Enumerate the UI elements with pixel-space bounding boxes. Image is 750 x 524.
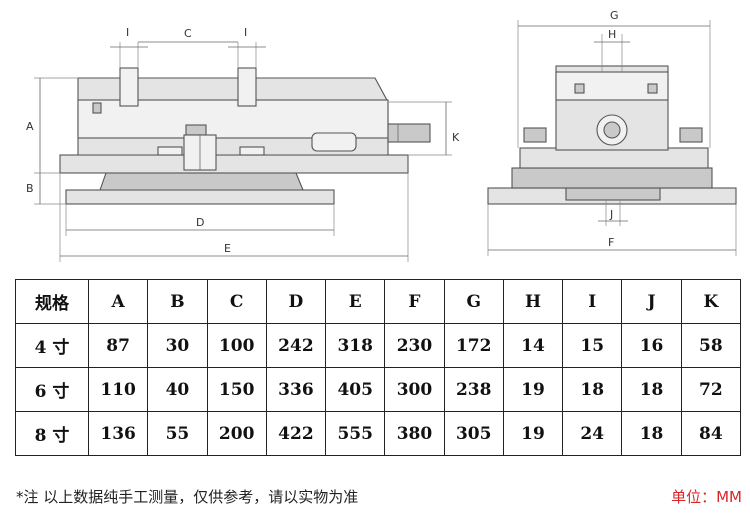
table-cell: 405 <box>325 367 386 412</box>
table-cell: 6 寸 <box>15 367 89 412</box>
table-cell: 336 <box>265 367 327 412</box>
front-bolt-right <box>679 127 703 143</box>
dim-label-j: J <box>609 208 613 221</box>
header-cell: C <box>206 279 267 324</box>
header-cell: G <box>443 279 504 324</box>
table-cell: 14 <box>502 323 564 368</box>
dim-label-e: E <box>224 242 231 255</box>
dim-label-k: K <box>452 131 460 144</box>
header-cell: A <box>87 279 149 324</box>
header-cell: E <box>325 279 386 324</box>
table-cell: 238 <box>443 367 504 412</box>
table-cell: 100 <box>206 323 267 368</box>
dim-label-c: C <box>184 27 192 40</box>
dim-label-g: G <box>610 9 619 22</box>
table-cell: 318 <box>325 323 386 368</box>
table-cell: 18 <box>562 367 623 412</box>
measurement-note: *注 以上数据纯手工测量，仅供参考，请以实物为准 <box>16 488 359 506</box>
table-cell: 40 <box>147 367 208 412</box>
table-cell: 72 <box>680 367 742 412</box>
header-cell: F <box>384 279 445 324</box>
table-cell: 305 <box>443 411 504 456</box>
table-cell: 8 寸 <box>15 411 89 456</box>
spec-table: 规格 A B C D E F G H I J K 4 寸 87 30 100 2… <box>15 279 742 456</box>
header-cell: H <box>502 279 564 324</box>
table-row: 6 寸 110 40 150 336 405 300 238 19 18 18 … <box>15 367 742 412</box>
table-cell: 136 <box>87 411 149 456</box>
table-cell: 84 <box>680 411 742 456</box>
dim-label-h: H <box>608 28 616 41</box>
table-cell: 15 <box>562 323 623 368</box>
header-cell: I <box>562 279 623 324</box>
table-cell: 555 <box>325 411 386 456</box>
front-bed <box>519 147 709 169</box>
front-screw-inner <box>603 121 621 139</box>
table-cell: 24 <box>562 411 623 456</box>
table-cell: 58 <box>680 323 742 368</box>
header-cell: 规格 <box>15 279 89 324</box>
table-cell: 230 <box>384 323 445 368</box>
dim-label-i-right: I <box>244 26 247 39</box>
dim-label-a: A <box>26 120 34 133</box>
side-swivel-disk <box>99 172 304 191</box>
table-cell: 380 <box>384 411 445 456</box>
table-cell: 18 <box>621 411 682 456</box>
table-header-row: 规格 A B C D E F G H I J K <box>15 279 742 324</box>
dim-label-i-left: I <box>126 26 129 39</box>
header-cell: B <box>147 279 208 324</box>
header-cell: J <box>621 279 682 324</box>
side-bolt-head <box>185 124 207 136</box>
table-cell: 30 <box>147 323 208 368</box>
table-cell: 19 <box>502 367 564 412</box>
side-window <box>311 132 357 152</box>
table-cell: 16 <box>621 323 682 368</box>
table-row: 8 寸 136 55 200 422 555 380 305 19 24 18 … <box>15 411 742 456</box>
front-base-groove <box>565 187 661 201</box>
table-cell: 242 <box>265 323 327 368</box>
table-cell: 422 <box>265 411 327 456</box>
table-cell: 150 <box>206 367 267 412</box>
front-swivel <box>511 167 713 189</box>
dim-label-f: F <box>608 236 614 249</box>
table-cell: 110 <box>87 367 149 412</box>
dim-label-d: D <box>196 216 204 229</box>
table-row: 4 寸 87 30 100 242 318 230 172 14 15 16 5… <box>15 323 742 368</box>
front-jaw-hole-left <box>574 83 585 94</box>
unit-label: 单位：MM <box>671 488 742 506</box>
header-cell: D <box>265 279 327 324</box>
table-cell: 55 <box>147 411 208 456</box>
table-cell: 200 <box>206 411 267 456</box>
side-screw-shaft <box>387 123 431 143</box>
table-cell: 19 <box>502 411 564 456</box>
vise-dimension-drawing: I I C A B K D E <box>26 9 737 262</box>
side-moving-jaw <box>237 67 257 107</box>
table-cell: 18 <box>621 367 682 412</box>
side-key-slot <box>92 102 102 114</box>
table-cell: 4 寸 <box>15 323 89 368</box>
front-bolt-left <box>523 127 547 143</box>
front-jaw-hole-right <box>647 83 658 94</box>
side-base-plate <box>65 189 335 205</box>
side-bed <box>59 154 409 174</box>
header-cell: K <box>680 279 742 324</box>
side-fixed-jaw <box>119 67 139 107</box>
table-cell: 172 <box>443 323 504 368</box>
front-view: G H J F <box>487 9 737 256</box>
table-cell: 300 <box>384 367 445 412</box>
side-view: I I C A B K D E <box>26 26 460 262</box>
dim-label-b: B <box>26 182 34 195</box>
table-cell: 87 <box>87 323 149 368</box>
